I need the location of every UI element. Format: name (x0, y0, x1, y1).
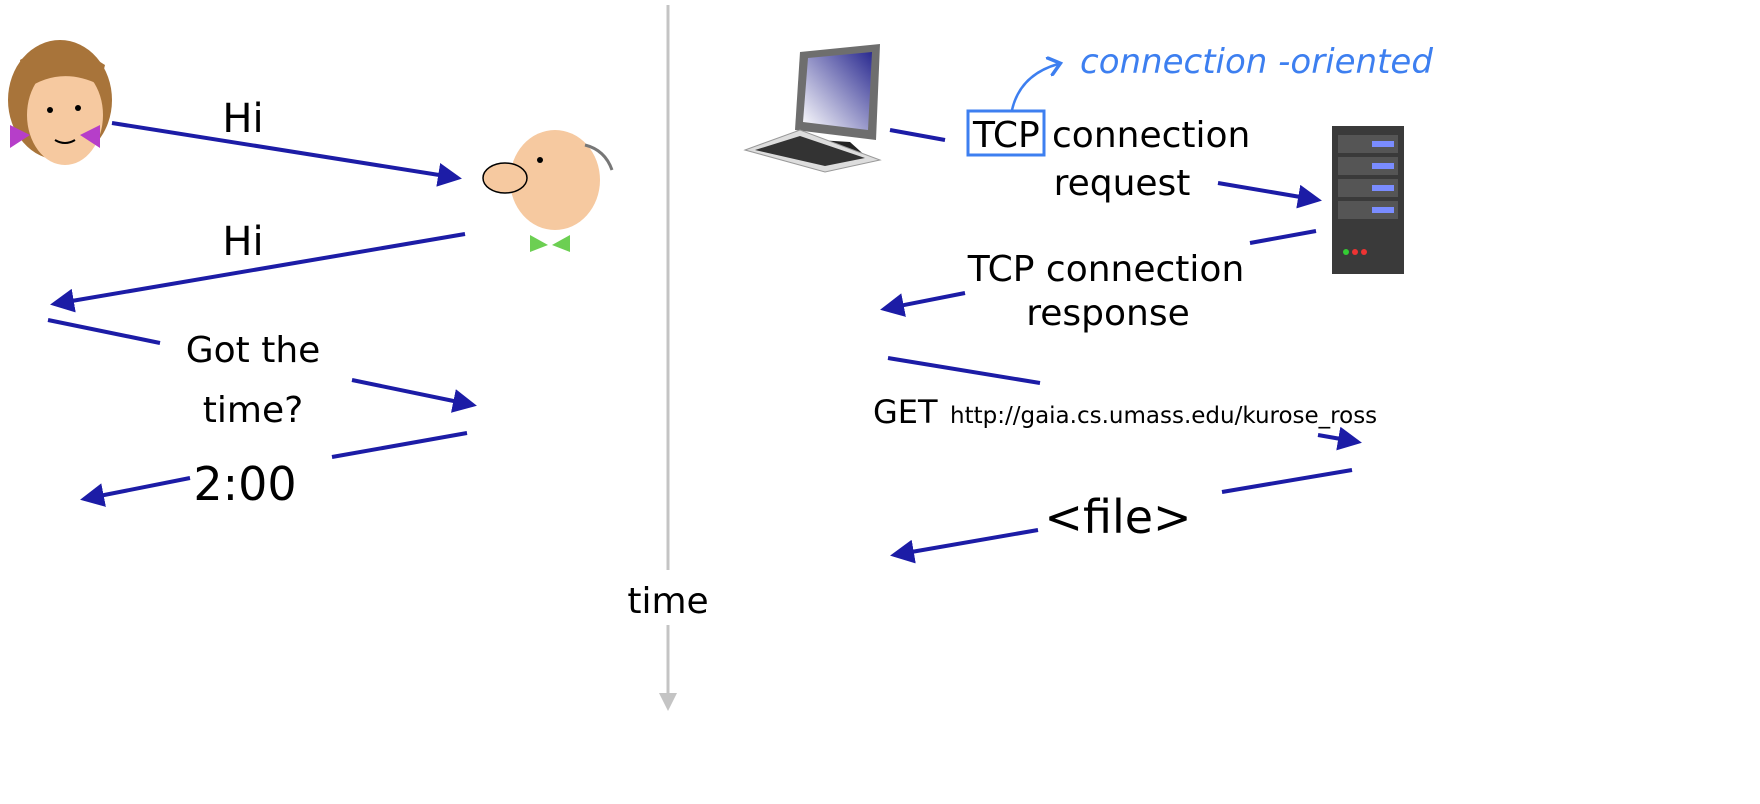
time-label: time (627, 581, 708, 622)
arrow-get-end (1317, 426, 1362, 451)
msg-got-the: Got the (186, 330, 321, 371)
annotation-connection-oriented: connection -oriented (1080, 42, 1433, 82)
arrow-time-start (47, 318, 161, 345)
get-request: GET http://gaia.cs.umass.edu/kurose_ross (873, 393, 1377, 431)
person-bob-icon (482, 130, 614, 252)
req-connection: connection (1052, 115, 1250, 156)
msg-2-00: 2:00 (193, 457, 296, 511)
arrow-resp-start (1249, 229, 1317, 245)
get-url: http://gaia.cs.umass.edu/kurose_ross (950, 403, 1377, 429)
arrow-req-end (1217, 181, 1322, 209)
arrow-2-00-start (331, 431, 468, 459)
arrow-get-start (887, 356, 1041, 385)
tcp-highlight-box (966, 109, 1046, 157)
computer-icon (743, 44, 882, 173)
arrow-hi-2 (50, 232, 466, 313)
get-method: GET (873, 393, 938, 431)
annotation-arrow (1010, 64, 1058, 111)
arrow-file-end (890, 528, 1039, 564)
file-response: <file> (1044, 490, 1191, 544)
arrow-hi-1 (111, 121, 462, 187)
arrow-file-start (1221, 468, 1353, 494)
msg-hi-2: Hi (222, 219, 263, 265)
req-request: request (1054, 163, 1191, 204)
req-tcp: TCP (972, 115, 1040, 156)
msg-hi-1: Hi (222, 96, 263, 142)
msg-time: time? (203, 390, 303, 431)
server-icon (1332, 126, 1404, 274)
person-alice-icon (8, 40, 112, 165)
arrow-time-end (351, 378, 477, 413)
resp-response: response (1026, 293, 1190, 334)
arrow-resp-end (880, 291, 966, 317)
arrow-2-00-end (80, 476, 191, 507)
arrow-req-start (889, 128, 946, 142)
resp-tcp-connection: TCP connection (967, 249, 1245, 290)
